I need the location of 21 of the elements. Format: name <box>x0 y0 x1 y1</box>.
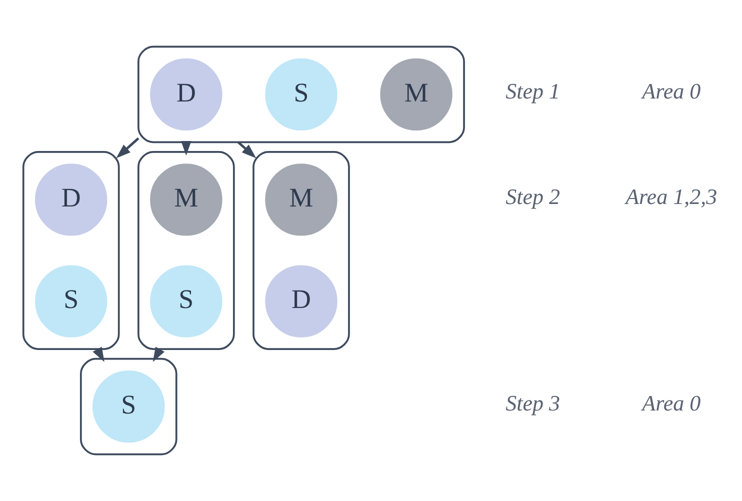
node-circle: S <box>34 265 108 338</box>
node-circle: S <box>265 58 338 131</box>
cluster <box>80 358 178 456</box>
arrow <box>237 141 256 158</box>
label: Area 0 <box>642 390 701 416</box>
node-circle: S <box>150 265 222 338</box>
node-circle: D <box>265 265 338 338</box>
cluster <box>138 46 465 144</box>
label: Step 1 <box>506 78 560 104</box>
arrow <box>116 137 140 158</box>
node-circle: D <box>34 164 108 236</box>
label: Step 2 <box>506 184 560 209</box>
label: Area 0 <box>642 78 701 104</box>
cluster <box>252 151 350 350</box>
label: Step 3 <box>506 390 560 416</box>
node-circle: M <box>265 164 338 236</box>
node-circle: S <box>92 370 165 443</box>
node-circle: D <box>150 58 222 131</box>
label: Area 1,2,3 <box>626 184 718 209</box>
node-circle: M <box>150 164 222 236</box>
node-circle: M <box>380 58 452 131</box>
